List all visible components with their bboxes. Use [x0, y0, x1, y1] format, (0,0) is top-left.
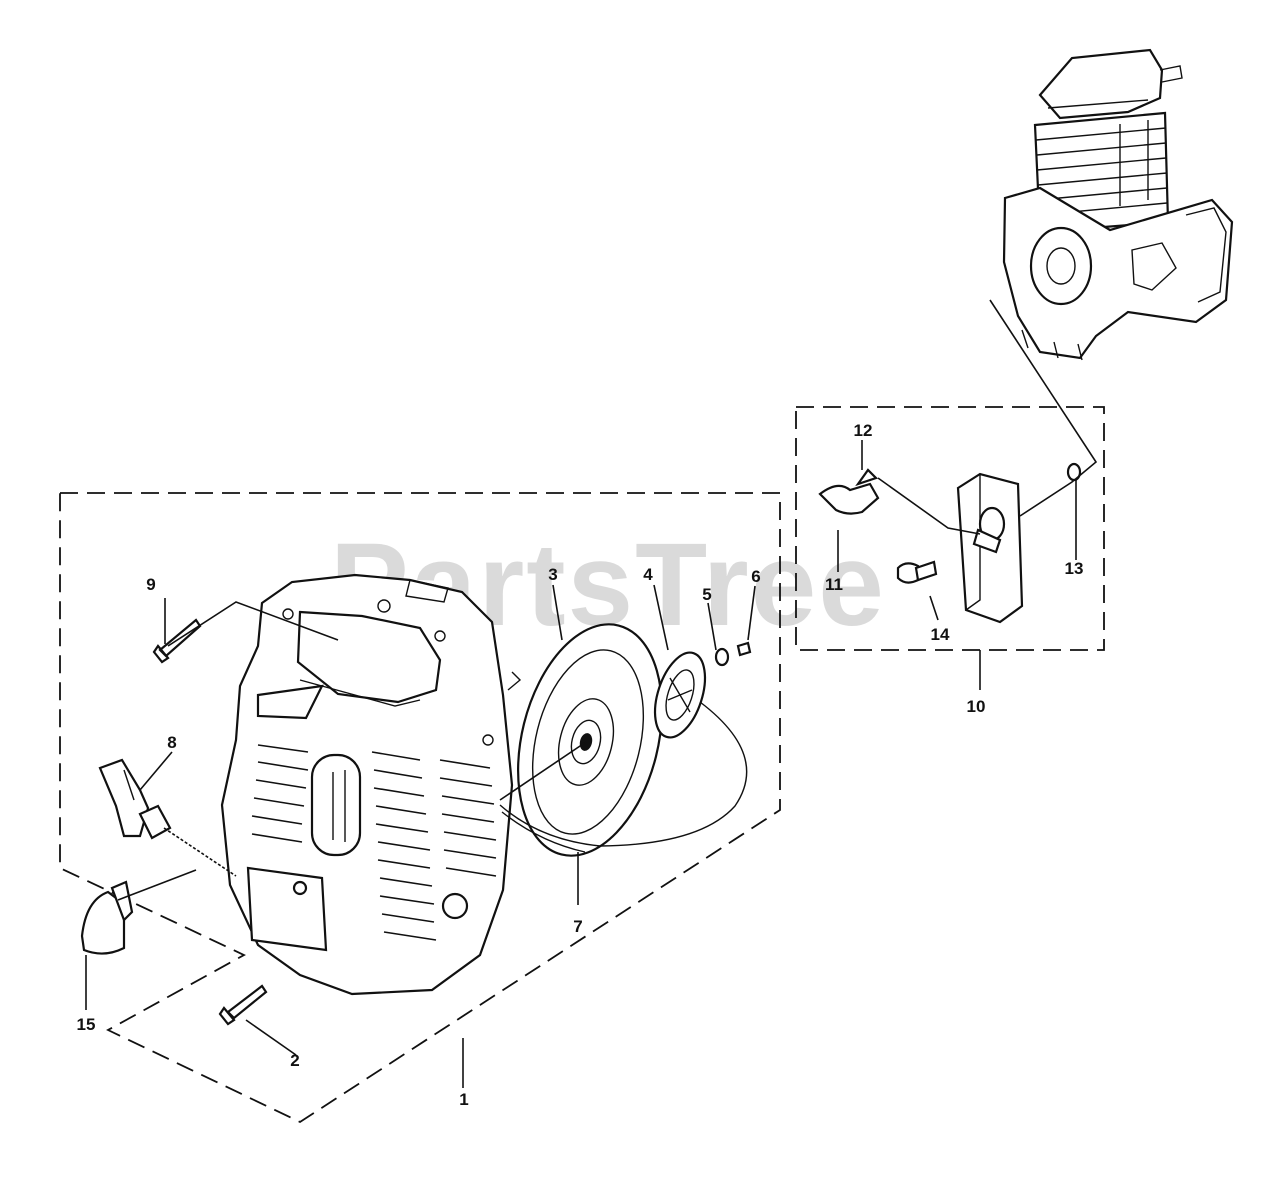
- callout-12: 12: [854, 421, 873, 440]
- starter-rope: [499, 701, 748, 847]
- ratchet-screw: [736, 641, 752, 657]
- callout-4: 4: [643, 565, 653, 584]
- callout-13: 13: [1065, 559, 1084, 578]
- starter-assembly-group-box: [59, 492, 781, 1124]
- callout-10: 10: [967, 697, 986, 716]
- callout-8: 8: [167, 733, 176, 752]
- callout-9: 9: [146, 575, 155, 594]
- callout-15: 15: [77, 1015, 96, 1034]
- callout-5: 5: [702, 585, 711, 604]
- starter-ratchet: [653, 651, 707, 739]
- leader-lines: [85, 299, 1098, 1088]
- callout-7: 7: [573, 917, 582, 936]
- starter-pulley: [507, 623, 663, 857]
- clutch-shoe: [956, 472, 1024, 624]
- callout-3: 3: [548, 565, 557, 584]
- housing-vent-slots: [251, 744, 497, 941]
- callout-2: 2: [290, 1051, 299, 1070]
- housing-screw-bottom: [218, 984, 268, 1026]
- callout-11: 11: [825, 575, 843, 594]
- starter-handle: [98, 758, 237, 877]
- callout-6: 6: [751, 567, 760, 586]
- primer-bulb: [80, 880, 134, 955]
- clutch-assembly-group-box: [795, 406, 1105, 651]
- engine-cylinder-crankcase: [1002, 48, 1234, 361]
- callout-labels: 1 2 3 4 5 6 7 8 9 10 11 12 13 14 15: [77, 421, 1084, 1109]
- clutch-bolt: [896, 560, 938, 584]
- callout-14: 14: [931, 625, 950, 644]
- clutch-spring-clip: [818, 468, 880, 515]
- washer: [714, 647, 730, 667]
- callout-1: 1: [459, 1090, 468, 1109]
- starter-housing: [220, 573, 514, 996]
